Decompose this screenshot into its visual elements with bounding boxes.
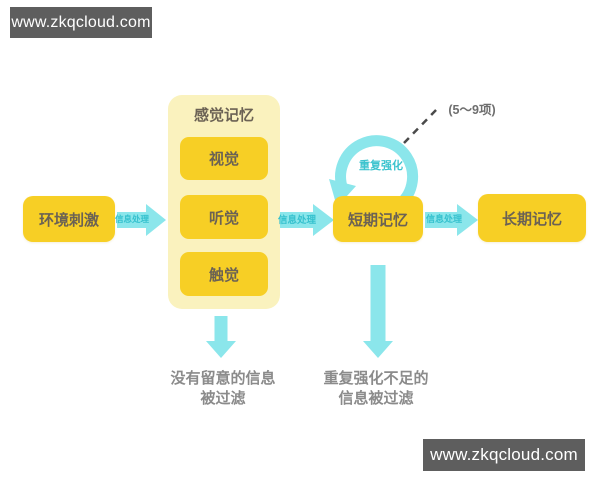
sensory-memory-title: 感觉记忆 — [193, 107, 254, 124]
watermark-bottom-text: www.zkqcloud.com — [430, 445, 578, 464]
note-decay-filtered: 重复强化不足的 信息被过滤 — [300, 369, 452, 409]
node-short-term-memory: 短期记忆 — [333, 196, 423, 242]
label-info-processing-1: 信息处理 — [114, 214, 149, 224]
arrow-env-to-sensory — [117, 204, 166, 236]
note-unattended-filtered: 没有留意的信息 被过滤 — [147, 369, 299, 409]
arrow-filter-unattended — [206, 316, 236, 358]
node-environment-stimulus: 环境刺激 — [23, 196, 115, 242]
node-auditory-label: 听觉 — [208, 209, 239, 227]
label-info-processing-2: 信息处理 — [277, 215, 316, 226]
note-unattended-line2: 被过滤 — [200, 390, 246, 407]
node-environment-label: 环境刺激 — [38, 211, 99, 229]
label-rehearsal-loop: 重复强化 — [359, 160, 403, 172]
arrow-sensory-to-short — [276, 204, 334, 236]
watermark-banner-top: www.zkqcloud.com — [10, 7, 152, 38]
capacity-dashed-line — [403, 108, 438, 144]
sensory-memory-group: 感觉记忆 视觉 听觉 触觉 — [168, 95, 280, 309]
node-touch: 触觉 — [180, 252, 268, 296]
node-long-term-label: 长期记忆 — [501, 210, 562, 228]
rehearsal-loop-arc — [335, 135, 419, 209]
label-info-processing-3: 信息处理 — [425, 214, 462, 224]
arrow-short-to-long — [425, 204, 478, 236]
node-touch-label: 触觉 — [208, 266, 239, 284]
arrow-filter-decay — [363, 265, 393, 358]
node-long-term-memory: 长期记忆 — [478, 194, 586, 242]
node-visual-label: 视觉 — [208, 151, 239, 168]
watermark-banner-bottom: www.zkqcloud.com — [423, 439, 585, 471]
note-decay-line1: 重复强化不足的 — [323, 370, 429, 387]
watermark-top-text: www.zkqcloud.com — [11, 13, 151, 31]
note-decay-line2: 信息被过滤 — [338, 390, 414, 407]
node-auditory: 听觉 — [180, 195, 268, 239]
node-short-term-label: 短期记忆 — [347, 211, 408, 229]
label-capacity-range: (5～9项) — [448, 103, 496, 117]
node-visual: 视觉 — [180, 137, 268, 180]
note-unattended-line1: 没有留意的信息 — [170, 370, 276, 387]
